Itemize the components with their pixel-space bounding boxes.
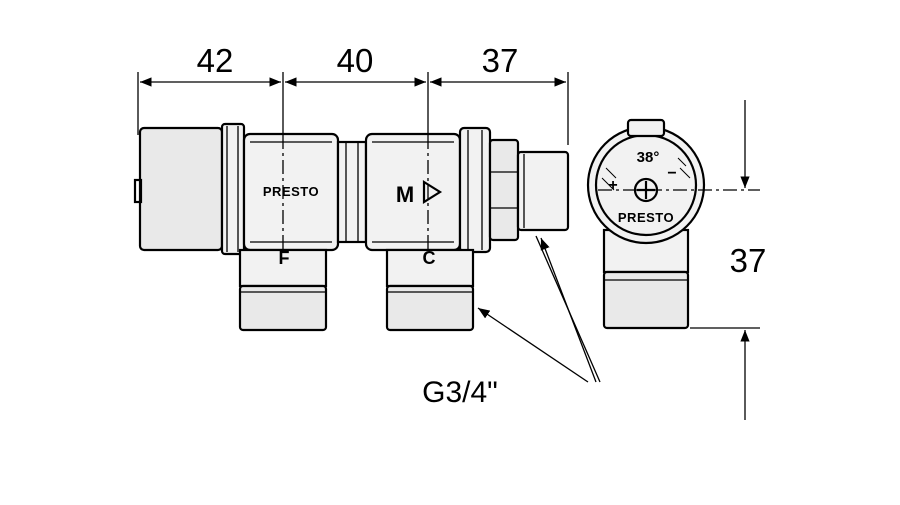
brand-label-side: PRESTO [618, 210, 674, 225]
cap-pin [133, 178, 143, 204]
dimension-label-42: 42 [197, 42, 234, 79]
side-thread [602, 270, 690, 330]
dimension-label-37-top: 37 [482, 42, 519, 79]
outlet-thread [516, 150, 570, 232]
mix-mark-label: M [396, 182, 414, 207]
dimension-label-40: 40 [337, 42, 374, 79]
top-dimension-chain: 42 40 37 [137, 42, 569, 145]
inlet-thread-f [238, 284, 328, 332]
port-label-f: F [279, 248, 290, 268]
union-nut [488, 138, 520, 242]
thread-label: G3/4" [422, 376, 498, 409]
valve-front-view: PRESTO M F C [133, 122, 570, 332]
dial-tab [626, 118, 666, 138]
inlet-thread-c [385, 284, 475, 332]
leader-to-outlet-2 [535, 235, 601, 383]
union-ring [458, 126, 492, 254]
cap-ring [220, 122, 246, 256]
flow-arrow-icon [422, 180, 443, 204]
valve-end-cap [138, 126, 224, 252]
thread-callout: G3/4" [422, 235, 601, 409]
port-label-c: C [423, 248, 436, 268]
inlet-collar-f [238, 248, 328, 288]
dial-scale-marks [601, 157, 691, 191]
valve-body-neck [336, 140, 368, 244]
minus-icon: − [667, 165, 676, 182]
temperature-label: 38° [637, 149, 660, 166]
brand-label-front: PRESTO [263, 184, 319, 199]
plus-icon: + [608, 177, 617, 194]
inlet-collar-c [385, 248, 475, 288]
dimension-label-37-side: 37 [730, 242, 767, 279]
leader-to-inlet [477, 307, 589, 383]
valve-side-view: 38° + − PRESTO 37 [586, 100, 767, 420]
